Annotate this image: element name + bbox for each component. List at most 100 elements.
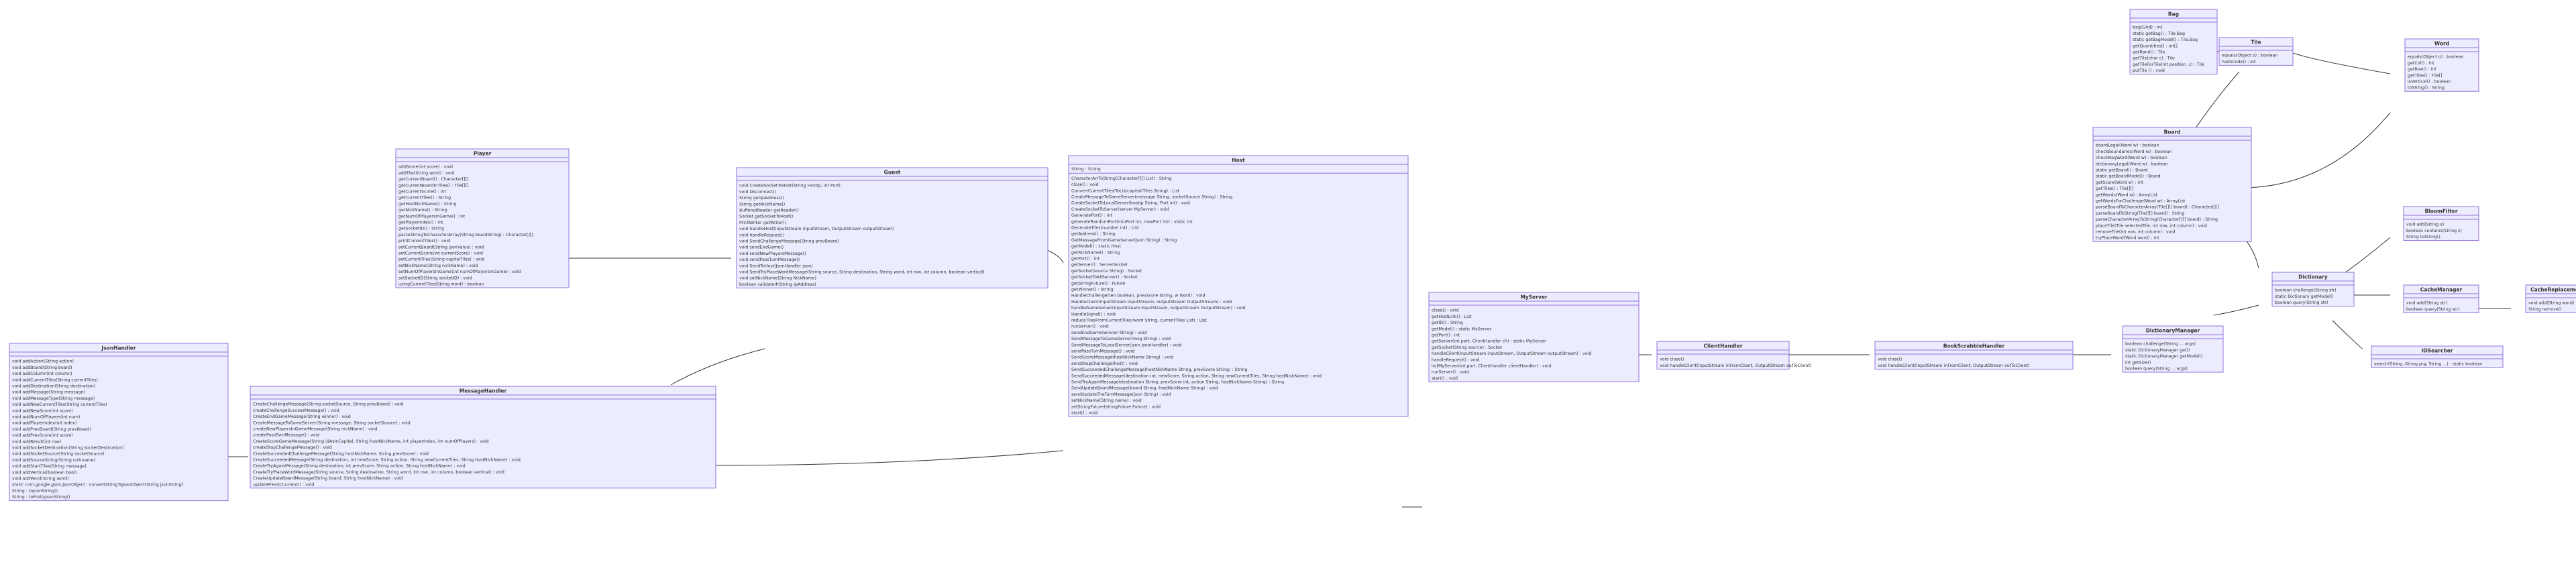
class-box-frame [2403,206,2479,241]
edge-dictionary-ioseracher [2332,320,2363,349]
class-method: static Dictionary getModel() [2275,294,2334,299]
class-name: CacheManager [2420,287,2463,293]
class-method: sendEndGame(winner String) : void [1071,331,1146,335]
class-method: void addMessageType(String message) [12,396,95,401]
class-method: String : toJsonString() [12,489,58,494]
class-method: String getNickName() [739,202,785,207]
class-method: CreateChallengeMessage(String socketSour… [253,402,404,407]
class-method: void handleHost(InputStream inputStream,… [739,227,894,231]
class-name: DictionaryManager [2146,328,2200,334]
class-method: getNumOfPlayersInGame() : int [398,214,466,219]
class-method: void SendChallengeMessage(String prevBoa… [739,239,839,244]
class-method: void add(String str) [2406,301,2447,306]
class-method: SendSucceededChallengeMessage(hostNickNa… [1071,368,1247,372]
class-method: boolean validateIP(String ipAddress) [739,282,816,287]
class-method: isVertical() : boolean [2408,80,2451,84]
class-method: runServer() : void [1432,370,1469,375]
class-method: boolean challenge(String str) [2275,288,2337,293]
class-method: getWords(Word w) : ArrayList [2096,192,2158,197]
class-method: getCurrentScore() : int [398,190,446,194]
class-method: void addSocketSource(String socketSource… [12,452,105,457]
class-method: CreateScoreGameMessage(String idAsInCapi… [253,439,489,444]
class-method: checkBoundaries(Word w) : boolean [2096,150,2172,154]
class-method: getNickName() : String [1071,250,1120,255]
class-method: getScore(Word w) : int [2096,180,2143,185]
class-method: generateRandomPort(minPort int, maxPort … [1071,219,1193,224]
class-attribute: String : String [1071,167,1101,172]
class-box-guest: Guest void CreateSocketToHost(String Host… [736,167,1049,288]
class-method: setCurrentTiles(String capitalTiles) : v… [398,258,484,262]
class-method: getHostNickName() : String [398,202,457,207]
class-method: void addNumOfPlayers(int num) [12,415,80,420]
class-method: boolean contains(String s) [2406,229,2462,233]
class-method: close() : void [1432,308,1459,313]
class-method: createPassTurnMessage() : void [253,433,319,438]
class-method: CreateSocketToLocalServer(hostIp String,… [1071,201,1190,206]
class-method: getTile(char c) : Tile [2133,56,2175,61]
class-method: getCurrentBoard() : Character[][] [398,177,468,182]
class-method: boolean query(String str) [2275,300,2328,305]
class-method: void add(String word) [2528,301,2574,306]
class-name: Bag [2168,11,2179,17]
class-name: CacheReplacementPolicy [2530,287,2576,293]
class-method: sendUpdateTheTurnMessage(json String) : … [1071,392,1171,397]
class-name: BloomFilter [2424,209,2457,215]
class-method: void addVertical(boolean bool) [12,470,76,475]
class-method: void addPlayerIndex(int index) [12,421,76,426]
class-method: getPlayerIndex() : int [398,221,443,225]
class-box-dictionarymanager: DictionaryManager boolean challenge(Strin… [2122,325,2224,373]
class-method: boardLegal(Word w) : boolean [2096,144,2159,148]
class-method: checkNegWord(Word w) : boolean [2096,156,2167,160]
class-method: getModel() : static Host [1071,244,1121,249]
class-method: GetMessageFromGameServer(json String) : … [1071,238,1177,243]
class-method: SendMessageToGameServer(msg String) : vo… [1071,337,1171,341]
class-method: getSocket(String source) : Socket [1432,345,1503,350]
class-method: getWinner() : String [1071,288,1113,292]
class-method: void CreateSocketToHost(String HostIp, i… [739,184,841,188]
class-method: void addPrevBoard(String prevBoard) [12,427,91,432]
class-method: static DictionaryManager getModel() [2125,354,2202,359]
class-box-frame [2218,37,2294,66]
class-method: equals(Object o) : boolean [2408,55,2463,60]
class-box-cachereplacementpolicy: CacheReplacementPolicy void add(String wo… [2525,284,2576,313]
class-name: Guest [884,170,901,176]
class-method: CreateSucceededMessage(String destinatio… [253,458,521,463]
class-method: getPort() : int [1071,257,1100,262]
class-method: getHostLink() : List [1432,315,1472,319]
class-box-frame [1656,341,1790,370]
class-method: CreateMessageToGameServer(String message… [253,420,411,425]
class-method: void addSocketDestination(String socketD… [12,446,124,451]
class-method: void sendEndGame() [739,245,784,250]
class-box-messagehandler: MessageHandlerCreateChallengeMessage(Str… [250,386,716,489]
class-method: static getBag() : Tile.Bag [2133,32,2185,36]
class-method: void addBoard(String board) [12,365,72,370]
class-method: reduceTilesFromCurrentTiles(word String,… [1071,319,1207,323]
class-method: putTile () : void [2133,68,2165,73]
class-box-frame [9,343,229,502]
class-method: boolean challenge(String ... args) [2125,342,2196,347]
class-method: placeTile(Tile selectedTile, int row, in… [2096,223,2207,228]
class-method: boolean query(String ... args) [2125,367,2188,372]
class-box-frame [2129,9,2218,75]
edge-messagehandler-host [710,450,1064,466]
class-method: void sendPassTurnMessage() [739,258,800,262]
class-method: getStringFuture() : Future [1071,281,1125,286]
class-method: CreateEndGameMessage(String winner) : vo… [253,414,351,419]
class-method: HandleSignal() : void [1071,312,1116,317]
class-method: void addSourceString(String nickname) [12,458,95,463]
class-method: CreateSucceededChallengeMessage(String h… [253,451,429,456]
class-method: SendMessageToLocalServer(json JsonHandle… [1071,343,1181,347]
class-method: getSocketID() : String [398,227,444,231]
class-method: getCol() : int [2408,61,2434,66]
class-method: setSocketID(String socketID) : void [398,276,472,280]
class-method: void SendToHost(JsonHandler json) [739,264,813,268]
class-method: SendSucceededMessage(destination int, ne… [1071,374,1322,378]
class-box-frame [395,148,570,288]
class-method: void addMessage(String message) [12,390,85,395]
class-box-frame [2122,325,2224,373]
class-method: String : toPrettyJsonString() [12,495,70,500]
class-method: CreateSocketToServer(server MyServer) : … [1071,207,1169,212]
